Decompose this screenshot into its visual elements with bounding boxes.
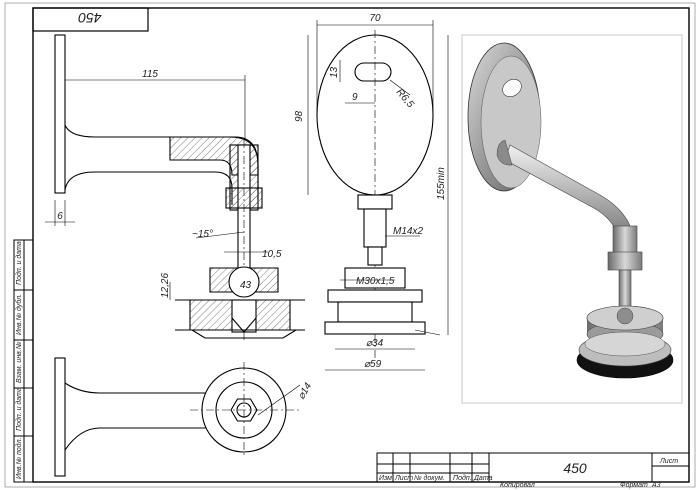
dim-height-small: 12,26 — [160, 273, 171, 298]
top-number-box: 450 — [32, 7, 149, 32]
sheet-label: Лист — [659, 458, 678, 465]
col-podp: Подп. — [453, 474, 472, 482]
format-value: A3 — [651, 482, 661, 489]
dim-ball: 43 — [240, 280, 252, 291]
dim-angle: ~15° — [192, 229, 213, 240]
dim-thread-small: M14x2 — [393, 226, 423, 237]
format-label: Формат — [620, 482, 648, 489]
dim-dia-14: ⌀14 — [296, 381, 314, 402]
dim-slot-height: 13 — [329, 66, 340, 78]
side-view — [316, 30, 434, 360]
side-label-5: Инв.№ подл. — [15, 437, 23, 479]
top-view — [54, 357, 300, 477]
col-date: Дата — [473, 475, 493, 482]
side-label-1: Подп. и дата — [15, 241, 23, 285]
iso-frame — [461, 34, 683, 404]
col-list: Лист — [394, 475, 413, 482]
side-stamp — [13, 239, 34, 483]
side-label-2: Инв.№ дубл. — [15, 294, 23, 335]
dim-total-height: 155min — [436, 167, 447, 200]
dim-arm-length: 115 — [142, 69, 158, 80]
col-doc: № докум. — [414, 474, 445, 482]
dim-plate-thickness: 6 — [57, 211, 63, 222]
front-view — [54, 34, 305, 340]
dim-height-plate: 98 — [294, 110, 305, 122]
dim-thread-large: M30x1,5 — [356, 276, 395, 287]
dim-dia-34: ⌀34 — [366, 338, 384, 349]
side-label-4: Подп. и дата — [15, 387, 23, 431]
copied-label: Копировал — [500, 482, 535, 489]
title-part-number: 450 — [563, 460, 587, 476]
dim-slot-offset: 9 — [352, 92, 358, 103]
top-part-number: 450 — [78, 10, 102, 26]
top-dims — [257, 384, 301, 416]
front-dims — [45, 75, 268, 300]
iso-view — [467, 42, 674, 379]
dim-hole: 10,5 — [262, 249, 282, 260]
dim-width-top: 70 — [369, 13, 381, 24]
side-label-3: Взам. инв.№ — [16, 341, 23, 383]
col-izm: Изм — [379, 475, 392, 482]
outer-frame — [4, 2, 696, 488]
side-dims — [307, 20, 449, 371]
dim-dia-59: ⌀59 — [364, 359, 382, 370]
title-block — [376, 452, 690, 483]
